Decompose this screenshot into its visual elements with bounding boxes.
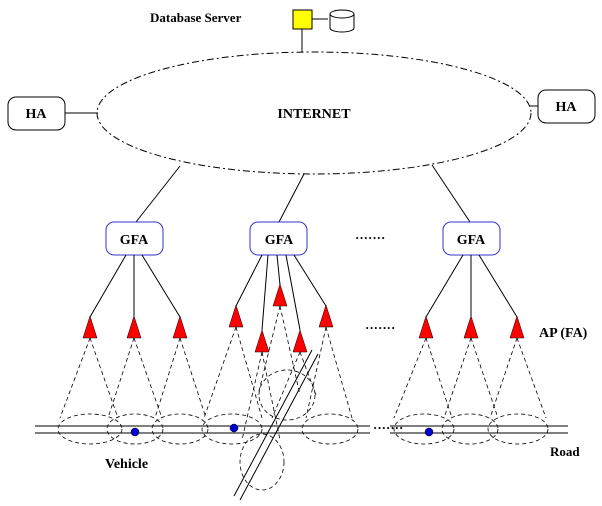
database-server-label: Database Server [150,10,242,25]
gfa-ellipsis: ······· [355,230,385,245]
gfa-ap-links [89,254,518,331]
access-point-triangle-icon [172,315,188,339]
road [35,349,568,501]
access-point-triangle-icon [463,315,479,339]
internet-gfa2-link [278,173,305,223]
gfa-label-2: GFA [265,233,294,248]
vehicle-dot-icon [229,423,239,433]
ha-left-label: HA [26,107,48,122]
ap-ellipsis: ······· [365,320,395,335]
ap-fa-label: AP (FA) [539,326,588,341]
access-point-triangle-icon [228,304,244,328]
road-label: Road [550,444,580,459]
ha-right-label: HA [556,100,578,115]
internet-gfa1-link [135,165,181,223]
gfa-label-3: GFA [457,233,486,248]
internet-label: INTERNET [277,107,351,122]
internet-gfa3-link [431,164,471,223]
vehicle-dot-icon [130,427,140,437]
gfa-label-1: GFA [120,233,149,248]
database-cylinder-icon [329,9,355,33]
coverage-cells [57,369,549,491]
access-point-triangle-icon [292,329,308,353]
access-point-triangle-icon [418,315,434,339]
gfa-box-2 [249,221,308,256]
access-point-triangle-icon [318,304,334,328]
access-point-triangle-icon [509,315,525,339]
server-icon [292,9,313,30]
coverage-cones [59,305,547,441]
access-point-triangle-icon [272,283,288,307]
road-ellipsis: ······· [373,420,403,435]
access-point-triangle-icon [254,329,270,353]
access-point-triangle-icon [82,315,98,339]
vehicle-dot-icon [424,427,434,437]
access-point-triangle-icon [126,315,142,339]
vehicle-label: Vehicle [105,457,148,472]
